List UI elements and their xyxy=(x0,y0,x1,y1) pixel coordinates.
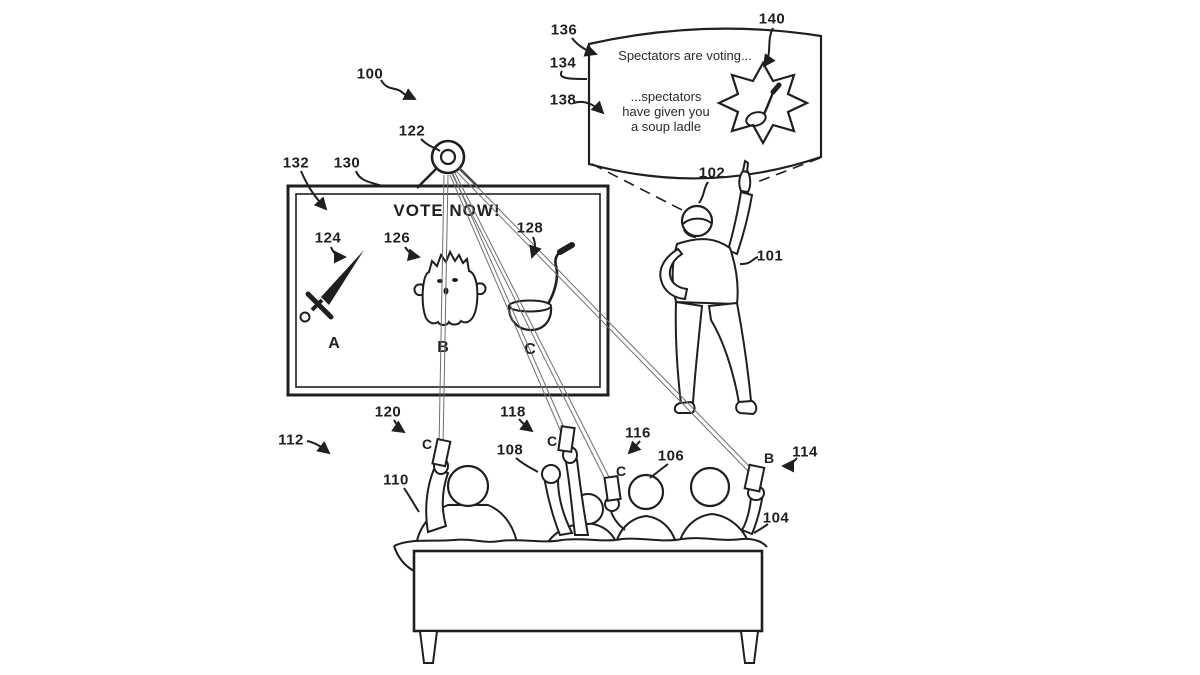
spectator-phones xyxy=(431,425,766,512)
spectator-1-head xyxy=(446,464,490,508)
leader-118 xyxy=(518,418,534,433)
projection-dashed-lines xyxy=(591,157,821,213)
banner-line1: Spectators are voting... xyxy=(618,48,752,63)
leader-136 xyxy=(571,37,598,57)
phone-3 xyxy=(603,475,622,512)
phone-2 xyxy=(557,425,578,464)
phone-1 xyxy=(431,437,452,475)
creature-icon xyxy=(413,249,487,326)
leader-126 xyxy=(404,246,421,262)
couch xyxy=(393,537,768,664)
leader-130 xyxy=(355,170,384,187)
leader-112 xyxy=(306,440,331,455)
soup-ladle-starburst-icon xyxy=(716,60,810,146)
leader-116 xyxy=(627,440,642,455)
spectator-2-fist xyxy=(541,464,561,484)
leader-114 xyxy=(781,457,798,473)
option-a-letter: A xyxy=(328,335,340,352)
phone-1-vote-letter: C xyxy=(422,436,432,452)
leader-101 xyxy=(739,256,759,265)
couch-back-edge xyxy=(393,537,768,548)
leader-106 xyxy=(649,463,669,479)
camera-sight-lines xyxy=(438,167,752,484)
leader-108 xyxy=(515,457,539,473)
couch-base xyxy=(412,549,764,633)
phone-4-vote-letter: B xyxy=(764,450,774,466)
phone-2-vote-letter: C xyxy=(547,433,557,449)
leader-124 xyxy=(330,246,347,264)
leader-102 xyxy=(698,181,709,204)
leader-104 xyxy=(753,523,769,534)
hud-banner: Spectators are voting... ...spectators h… xyxy=(587,27,823,180)
spectator-3-head xyxy=(627,473,665,511)
spectator-4-head xyxy=(689,466,731,508)
couch-spectators xyxy=(414,458,764,549)
leader-128 xyxy=(529,236,542,259)
banner-line2a: ...spectators xyxy=(631,89,702,104)
leader-134 xyxy=(559,70,588,80)
phone-4 xyxy=(743,463,766,501)
sword-icon xyxy=(299,250,364,323)
headset-band xyxy=(682,217,712,225)
player-head xyxy=(680,204,714,238)
spectator-2 xyxy=(541,458,620,549)
leader-100 xyxy=(380,79,417,100)
banner-line2c: a soup ladle xyxy=(631,119,701,134)
leader-arrows xyxy=(300,27,798,534)
standing-player xyxy=(659,159,758,416)
couch-leg-right xyxy=(739,630,760,664)
spectator-1 xyxy=(414,464,520,549)
leader-122 xyxy=(420,138,441,152)
player-foot-right xyxy=(735,399,758,416)
phone-3-vote-letter: C xyxy=(616,463,626,479)
banner-line2b: have given you xyxy=(622,104,709,119)
couch-leg-left xyxy=(418,630,439,664)
spectator-3 xyxy=(609,473,679,549)
leader-132 xyxy=(300,170,328,211)
pointing-hand xyxy=(738,169,752,194)
leader-120 xyxy=(391,419,406,434)
leader-138 xyxy=(573,100,605,115)
option-b-letter: B xyxy=(437,339,449,356)
leader-110 xyxy=(403,487,420,513)
leader-140 xyxy=(762,27,776,68)
